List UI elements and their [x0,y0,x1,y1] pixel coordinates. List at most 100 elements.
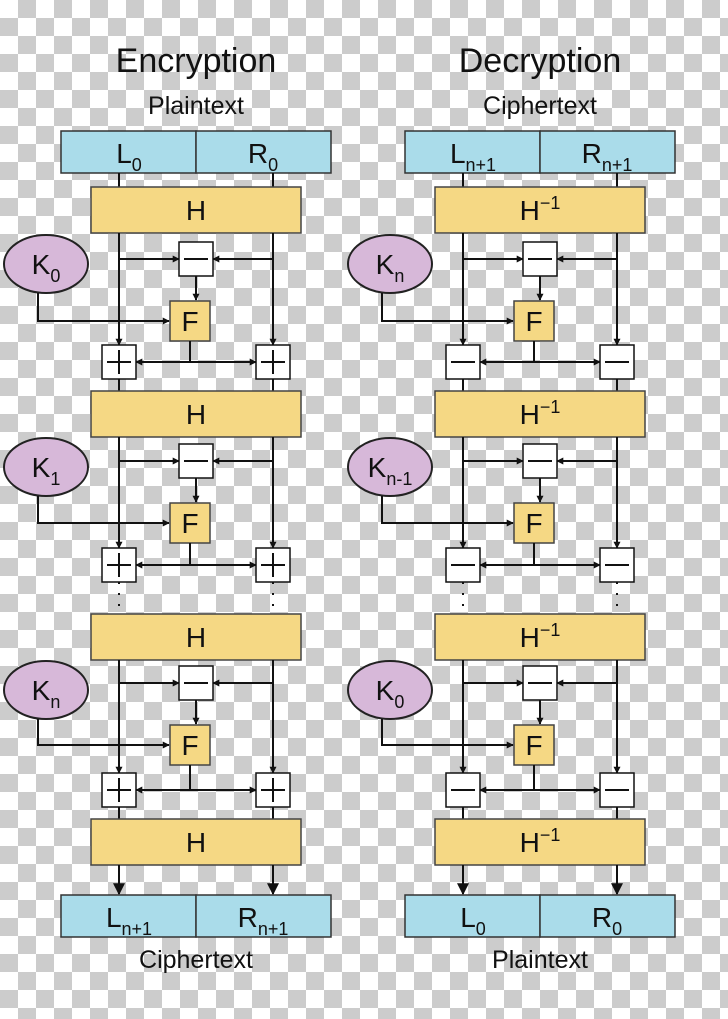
encryption-h-label-1: H [186,399,206,430]
decryption-output-left-label-sub: 0 [476,919,486,939]
encryption-h-label-1-main: H [186,399,206,430]
encryption-f-label-1: F [181,508,198,539]
decryption-input-left-label: Ln+1 [450,138,496,175]
encryption-f-label-2: F [181,730,198,761]
encryption-output-left-label-sub: n+1 [122,919,153,939]
decryption-h-label-3-main: H [520,827,540,858]
encryption-round-key-label-0-main: K [32,249,51,280]
encryption-h-block-1 [90,390,302,438]
encryption-h-label-2: H [186,622,206,653]
decryption-output-right-label-sub: 0 [612,919,622,939]
decryption-h-label-2: H−1 [520,620,561,653]
encryption-f-label-0: F [181,306,198,337]
encryption-input-right-label-sub: 0 [268,155,278,175]
decryption-f-box-1 [513,502,555,544]
encryption-h-block-3 [90,818,302,866]
encryption-round-key-label-2-sub: n [50,692,60,712]
encryption-h-block-0 [90,186,302,234]
decryption-output-label: Plaintext [492,946,588,974]
encryption-f-box-0 [169,300,211,342]
encryption-output-right-block [195,894,332,938]
encryption-key-to-f-2 [37,719,170,749]
encryption-h-label-0-main: H [186,195,206,226]
encryption-round-key-0 [3,234,89,294]
encryption-output-left-block [60,894,197,938]
decryption-h-block-3 [434,818,646,866]
decryption-h-label-1: H−1 [520,397,561,430]
decryption-h-label-0: H−1 [520,193,561,226]
decryption-f-box-0 [513,300,555,342]
decryption-key-to-f-2 [381,719,514,749]
decryption-output-right-label: R0 [592,902,622,939]
decryption-round-key-label-0: Kn [376,249,405,286]
decryption-f-label-0: F [525,306,542,337]
encryption-key-to-f-0 [37,293,170,325]
decryption-input-right-label-main: R [582,138,602,169]
encryption-input-right-block [195,130,332,174]
decryption-output-right-label-main: R [592,902,612,933]
encryption-output-left-label: Ln+1 [106,902,152,939]
encryption-round-key-label-0-sub: 0 [50,266,60,286]
decryption-round-key-label-1-sub: n-1 [386,469,412,489]
decryption-input-left-block [404,130,541,174]
decryption-round-key-label-0-sub: n [394,266,404,286]
decryption-h-label-2-sup: −1 [540,620,561,640]
decryption-round-key-label-2-sub: 0 [394,692,404,712]
encryption-round-key-label-1-sub: 1 [50,469,60,489]
encryption-f-box-2 [169,724,211,766]
decryption-h-label-1-main: H [520,399,540,430]
encryption-output-right-label-main: R [238,902,258,933]
encryption-round-key-label-2-main: K [32,675,51,706]
encryption-input-right-label: R0 [248,138,278,175]
decryption-output-left-label-main: L [460,902,476,933]
encryption-h-label-0: H [186,195,206,226]
decryption-key-to-f-0 [381,293,514,325]
decryption-f-label-1: F [525,508,542,539]
decryption-input-left-label-main: L [450,138,466,169]
encryption-output-right-label: Rn+1 [238,902,289,939]
decryption-f-label-2: F [525,730,542,761]
encryption-round-key-1 [3,437,89,497]
decryption-h-label-3-sup: −1 [540,825,561,845]
decryption-key-to-f-1 [381,496,514,527]
decryption-round-key-label-2: K0 [376,675,405,712]
decryption-round-key-label-0-main: K [376,249,395,280]
encryption-title: Encryption [116,42,277,80]
encryption-round-key-label-1-main: K [32,452,51,483]
decryption-round-key-0 [347,234,433,294]
decryption-input-right-label: Rn+1 [582,138,633,175]
decryption-round-key-label-2-main: K [376,675,395,706]
encryption-h-block-2 [90,613,302,661]
decryption-input-right-label-sub: n+1 [602,155,633,175]
encryption-input-left-label-sub: 0 [132,155,142,175]
decryption-h-block-2 [434,613,646,661]
encryption-output-label: Ciphertext [139,946,253,974]
decryption-h-block-1 [434,390,646,438]
decryption-output-left-label: L0 [460,902,486,939]
encryption-input-label: Plaintext [148,92,244,120]
decryption-h-label-0-sup: −1 [540,193,561,213]
encryption-input-left-label: L0 [116,138,142,175]
decryption-round-key-2 [347,660,433,720]
encryption-h-label-3-main: H [186,827,206,858]
encryption-h-label-3: H [186,827,206,858]
encryption-output-right-label-sub: n+1 [258,919,289,939]
decryption-h-block-0 [434,186,646,234]
encryption-round-key-label-1: K1 [32,452,61,489]
decryption-output-right-block [539,894,676,938]
decryption-f-box-2 [513,724,555,766]
encryption-input-right-label-main: R [248,138,268,169]
encryption-key-to-f-1 [37,496,170,527]
decryption-input-right-block [539,130,676,174]
decryption-input-left-label-sub: n+1 [466,155,497,175]
decryption-h-label-3: H−1 [520,825,561,858]
encryption-h-label-2-main: H [186,622,206,653]
decryption-round-key-1 [347,437,433,497]
decryption-h-label-1-sup: −1 [540,397,561,417]
decryption-round-key-label-1-main: K [368,452,387,483]
decryption-h-label-0-main: H [520,195,540,226]
encryption-round-key-2 [3,660,89,720]
